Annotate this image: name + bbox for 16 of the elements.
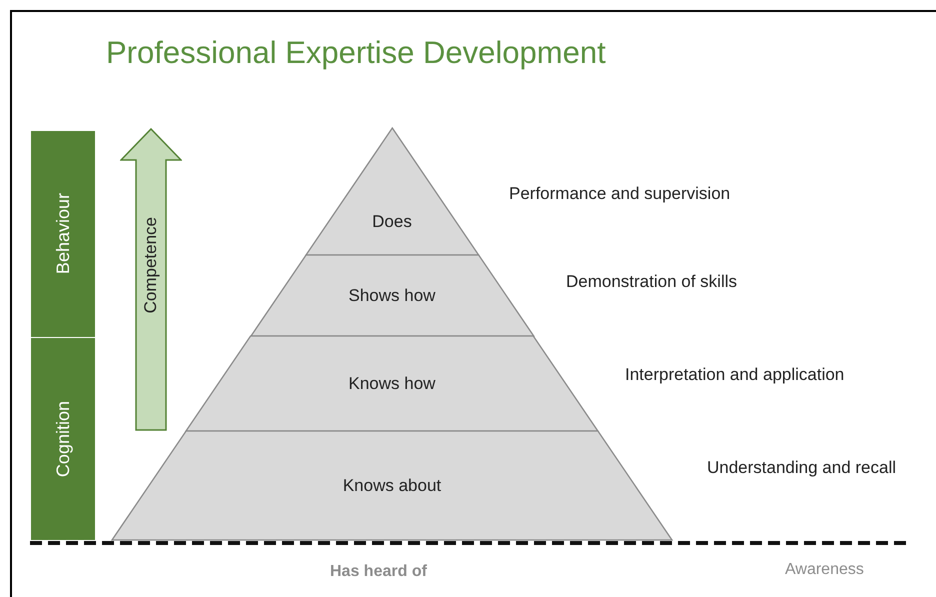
level-label: Knows about xyxy=(342,474,442,497)
level-label: Knows how xyxy=(348,372,436,395)
level-description: Understanding and recall xyxy=(707,457,896,479)
category-bar xyxy=(31,337,95,540)
category-bar xyxy=(31,130,95,337)
category-label: Behaviour xyxy=(52,193,74,275)
title: Professional Expertise Development xyxy=(106,34,606,72)
level-description: Demonstration of skills xyxy=(566,271,738,293)
level-description: Interpretation and application xyxy=(625,364,844,386)
level-caption: Has heard of xyxy=(330,562,427,582)
category-label: Cognition xyxy=(52,400,74,478)
level-label: Does xyxy=(372,210,412,233)
level-caption: Awareness xyxy=(785,560,864,580)
arrow-label: Competence xyxy=(140,217,162,314)
level-label: Shows how xyxy=(348,284,436,307)
level-description: Performance and supervision xyxy=(509,183,730,205)
